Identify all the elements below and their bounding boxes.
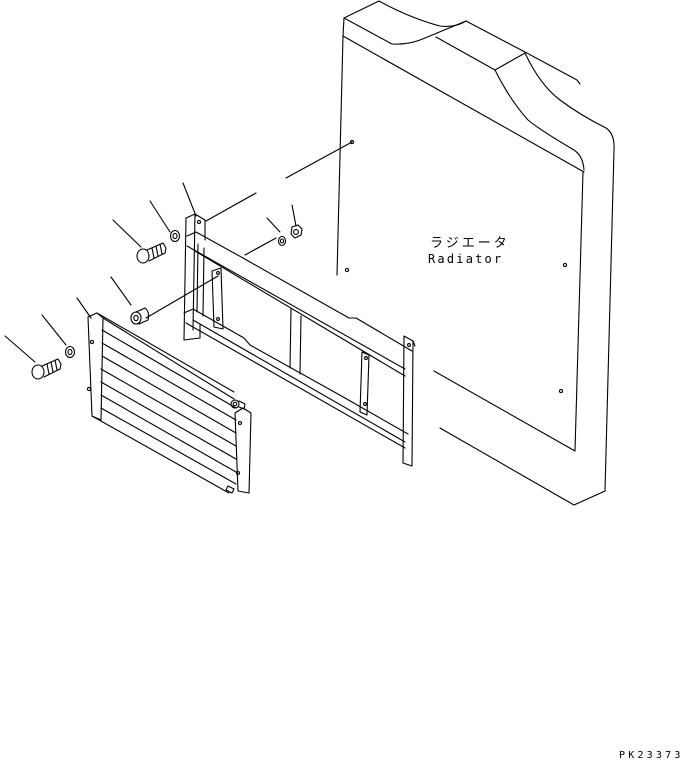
- radiator-label-en: Radiator: [428, 252, 504, 266]
- washer-nut-side: [277, 235, 287, 247]
- washer-upper: [169, 229, 181, 243]
- drawing-code: PK23373: [619, 750, 684, 761]
- radiator-label-jp: ラジエータ: [430, 236, 510, 251]
- nut: [290, 224, 303, 239]
- washer-lower: [64, 345, 76, 359]
- mounting-frame: [183, 213, 416, 467]
- oil-cooler: [86, 312, 252, 494]
- leader-lines: [4, 141, 353, 363]
- spacer: [130, 307, 150, 325]
- bolt-lower: [31, 358, 62, 380]
- bolt-upper: [136, 242, 167, 264]
- radiator: [336, 0, 615, 506]
